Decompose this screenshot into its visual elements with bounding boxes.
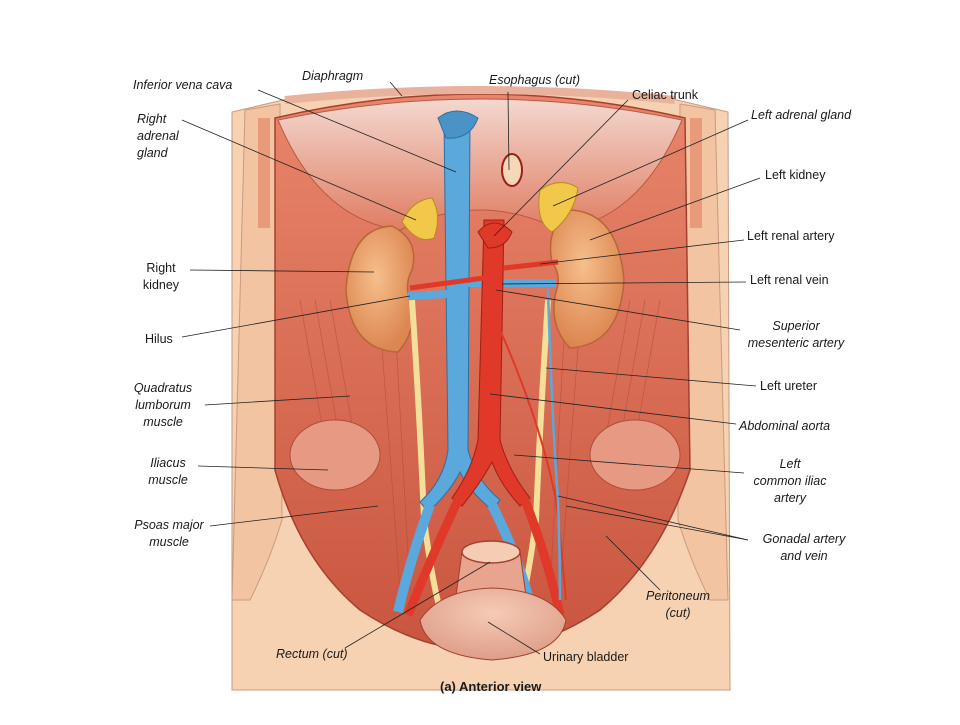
label-right-kidney: Right kidney	[142, 261, 180, 292]
leader-lines	[181, 81, 761, 655]
label-psoas-major-muscle: Psoas major muscle	[134, 518, 204, 549]
diaphragm-rim	[284, 86, 676, 104]
leader-inferior-vena-cava	[257, 89, 457, 173]
leader-left-common-iliac	[513, 454, 745, 474]
leader-left-renal-artery	[539, 239, 745, 265]
leader-quadratus-lumborum	[204, 395, 351, 406]
label-left-kidney: Left kidney	[765, 168, 826, 182]
label-urinary-bladder: Urinary bladder	[543, 650, 629, 664]
leader-urinary-bladder	[487, 621, 541, 655]
label-quadratus-lumborum-muscle: Quadratus lumborum muscle	[133, 381, 193, 429]
leader-left-kidney	[589, 177, 761, 241]
leader-esophagus	[507, 91, 510, 171]
abdominal-aorta	[451, 219, 531, 507]
urinary-bladder	[419, 587, 567, 661]
leader-abdominal-aorta	[489, 393, 737, 425]
esophagus-cut	[501, 153, 523, 187]
right-common-iliac-artery	[403, 498, 463, 617]
leader-left-ureter	[545, 367, 757, 387]
label-inferior-vena-cava: Inferior vena cava	[133, 78, 233, 92]
label-iliacus-muscle: Iliacus muscle	[148, 456, 188, 487]
right-iliacus-muscle	[289, 419, 381, 491]
leader-diaphragm	[389, 81, 403, 97]
leader-right-kidney	[189, 269, 375, 273]
leader-left-adrenal-gland	[552, 119, 749, 207]
left-gonadal-artery	[499, 329, 567, 601]
leader-hilus	[181, 295, 411, 338]
leader-left-renal-vein	[501, 281, 747, 285]
label-rectum: Rectum (cut)	[276, 647, 348, 661]
label-left-renal-artery: Left renal artery	[747, 229, 835, 243]
right-adrenal-gland	[401, 197, 438, 241]
left-intercostal	[690, 118, 702, 228]
label-peritoneum: Peritoneum (cut)	[646, 589, 710, 620]
leader-celiac-trunk	[493, 99, 629, 237]
label-left-renal-vein: Left renal vein	[750, 273, 829, 287]
leader-rectum	[344, 561, 491, 649]
label-left-ureter: Left ureter	[760, 379, 817, 393]
right-renal-artery	[409, 275, 485, 291]
leader-iliacus	[197, 465, 329, 471]
leader-gonadal-1	[557, 495, 749, 541]
left-common-iliac-artery	[520, 498, 565, 616]
leader-superior-mesenteric-artery	[495, 289, 741, 331]
left-gonadal-vein	[546, 289, 562, 601]
label-abdominal-aorta: Abdominal aorta	[739, 419, 831, 433]
label-esophagus: Esophagus (cut)	[489, 73, 581, 87]
caption: (a) Anterior view	[440, 679, 542, 694]
muscle-fibers	[299, 299, 661, 591]
label-left-adrenal-gland: Left adrenal gland	[751, 108, 852, 122]
left-iliacus-muscle	[589, 419, 681, 491]
leader-peritoneum	[605, 535, 661, 591]
inferior-vena-cava	[419, 119, 501, 513]
leader-right-adrenal-gland	[181, 119, 417, 221]
left-adrenal-gland	[538, 182, 579, 233]
label-gonadal-artery-and-vein: Gonadal artery and vein	[762, 532, 846, 563]
label-diaphragm: Diaphragm	[302, 69, 364, 83]
leader-gonadal-2	[565, 505, 749, 541]
leader-psoas-major	[209, 505, 379, 527]
ivc-top	[437, 110, 479, 139]
label-superior-mesenteric-artery: Superior mesenteric artery	[747, 319, 845, 350]
label-right-adrenal-gland: Right adrenal gland	[137, 112, 179, 160]
label-celiac-trunk: Celiac trunk	[632, 88, 698, 102]
right-iliac-vein	[393, 503, 435, 614]
label-left-common-iliac-artery: Left common iliac artery	[753, 457, 827, 505]
label-hilus: Hilus	[145, 332, 173, 346]
rectum-cut	[461, 540, 521, 564]
right-intercostal	[258, 118, 270, 228]
right-renal-vein	[407, 290, 449, 300]
right-kidney	[345, 225, 415, 353]
